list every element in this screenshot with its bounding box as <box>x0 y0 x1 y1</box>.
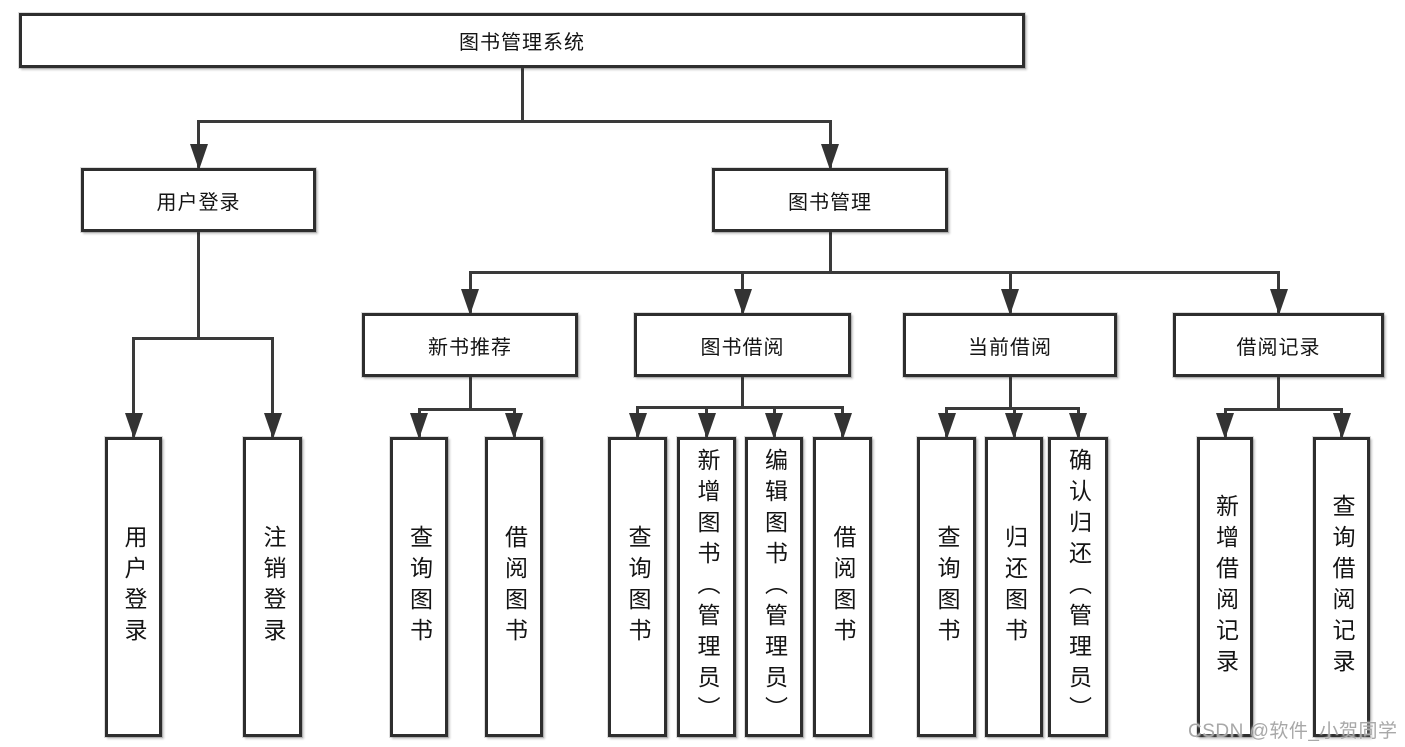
arrow-down-icon <box>461 289 479 315</box>
connector-stub <box>741 375 744 409</box>
arrow-down-icon <box>821 144 839 170</box>
connector-rail <box>197 120 832 123</box>
node-v-query-record: 查询借阅记录 <box>1313 437 1370 737</box>
node-label-borrow-records: 借阅记录 <box>1236 336 1321 359</box>
arrow-down-icon <box>1269 289 1288 315</box>
node-label-v-query-record: 查询借阅记录 <box>1329 494 1355 680</box>
node-v-confirm-return: 确认归还（管理员） <box>1048 437 1108 737</box>
connector-rail <box>945 407 1080 410</box>
csdn-watermark: CSDN @软件_小贺同学 <box>1188 721 1398 742</box>
node-v-query-books-2: 查询图书 <box>608 437 667 737</box>
arrow-down-icon <box>505 413 523 439</box>
arrow-down-icon <box>733 289 752 315</box>
connector-stub <box>828 230 832 274</box>
node-current-borrow: 当前借阅 <box>903 313 1117 377</box>
connector-drop <box>132 337 135 437</box>
node-label-v-edit-books: 编辑图书（管理员） <box>761 447 788 727</box>
arrow-down-icon <box>833 413 852 439</box>
connector-rail <box>1223 408 1343 411</box>
node-v-logout: 注销登录 <box>243 437 302 737</box>
connector-drop <box>271 337 274 437</box>
node-label-v-add-record: 新增借阅记录 <box>1212 494 1239 680</box>
node-label-v-borrow-books-1: 借阅图书 <box>501 525 528 649</box>
node-label-v-query-books-2: 查询图书 <box>625 525 651 649</box>
connector-stub <box>1277 375 1280 411</box>
node-label-v-borrow-books-2: 借阅图书 <box>830 525 856 649</box>
node-v-add-record: 新增借阅记录 <box>1197 437 1253 737</box>
node-label-root: 图书管理系统 <box>459 32 585 54</box>
connector-stub <box>520 66 524 123</box>
node-label-v-query-books-3: 查询图书 <box>934 525 960 649</box>
connector-rail <box>468 271 1280 274</box>
node-v-borrow-books-1: 借阅图书 <box>485 437 543 737</box>
connector-rail <box>132 337 274 340</box>
node-v-query-books-3: 查询图书 <box>917 437 976 737</box>
arrow-down-icon <box>1005 413 1023 439</box>
node-label-v-query-books-1: 查询图书 <box>406 525 433 649</box>
arrow-down-icon <box>765 413 783 439</box>
node-book-borrow: 图书借阅 <box>634 313 851 377</box>
node-label-user-login: 用户登录 <box>156 191 241 214</box>
arrow-down-icon <box>124 413 143 439</box>
node-v-query-books-1: 查询图书 <box>390 437 448 737</box>
node-new-books: 新书推荐 <box>362 313 578 377</box>
node-root: 图书管理系统 <box>19 13 1025 68</box>
node-label-v-add-books: 新增图书（管理员） <box>694 447 720 727</box>
connector-rail <box>417 408 516 411</box>
arrow-down-icon <box>1069 413 1087 439</box>
node-label-v-logout: 注销登录 <box>260 525 286 649</box>
connector-stub <box>468 375 472 411</box>
node-v-edit-books: 编辑图书（管理员） <box>745 437 803 737</box>
arrow-down-icon <box>263 413 282 439</box>
arrow-down-icon <box>937 413 956 439</box>
node-label-v-return-books: 归还图书 <box>1001 525 1028 649</box>
arrow-down-icon <box>628 413 647 439</box>
arrow-down-icon <box>410 413 428 439</box>
arrow-down-icon <box>697 413 716 439</box>
node-v-add-books: 新增图书（管理员） <box>677 437 736 737</box>
node-label-current-borrow: 当前借阅 <box>968 336 1052 359</box>
node-v-return-books: 归还图书 <box>985 437 1043 737</box>
node-v-user-login: 用户登录 <box>105 437 162 737</box>
arrow-down-icon <box>1216 413 1234 439</box>
node-label-v-user-login: 用户登录 <box>121 525 147 649</box>
connector-stub <box>197 230 200 340</box>
arrow-down-icon <box>1001 289 1019 315</box>
arrow-down-icon <box>189 144 208 170</box>
node-book-mgmt: 图书管理 <box>712 168 948 232</box>
node-borrow-records: 借阅记录 <box>1173 313 1384 377</box>
node-label-book-mgmt: 图书管理 <box>788 191 872 214</box>
node-v-borrow-books-2: 借阅图书 <box>813 437 872 737</box>
node-label-v-confirm-return: 确认归还（管理员） <box>1065 447 1092 727</box>
arrow-down-icon <box>1332 413 1351 439</box>
connector-rail <box>636 406 844 409</box>
connector-stub <box>1008 375 1012 410</box>
node-label-book-borrow: 图书借阅 <box>700 336 785 359</box>
node-user-login: 用户登录 <box>81 168 316 232</box>
node-label-new-books: 新书推荐 <box>428 336 512 359</box>
